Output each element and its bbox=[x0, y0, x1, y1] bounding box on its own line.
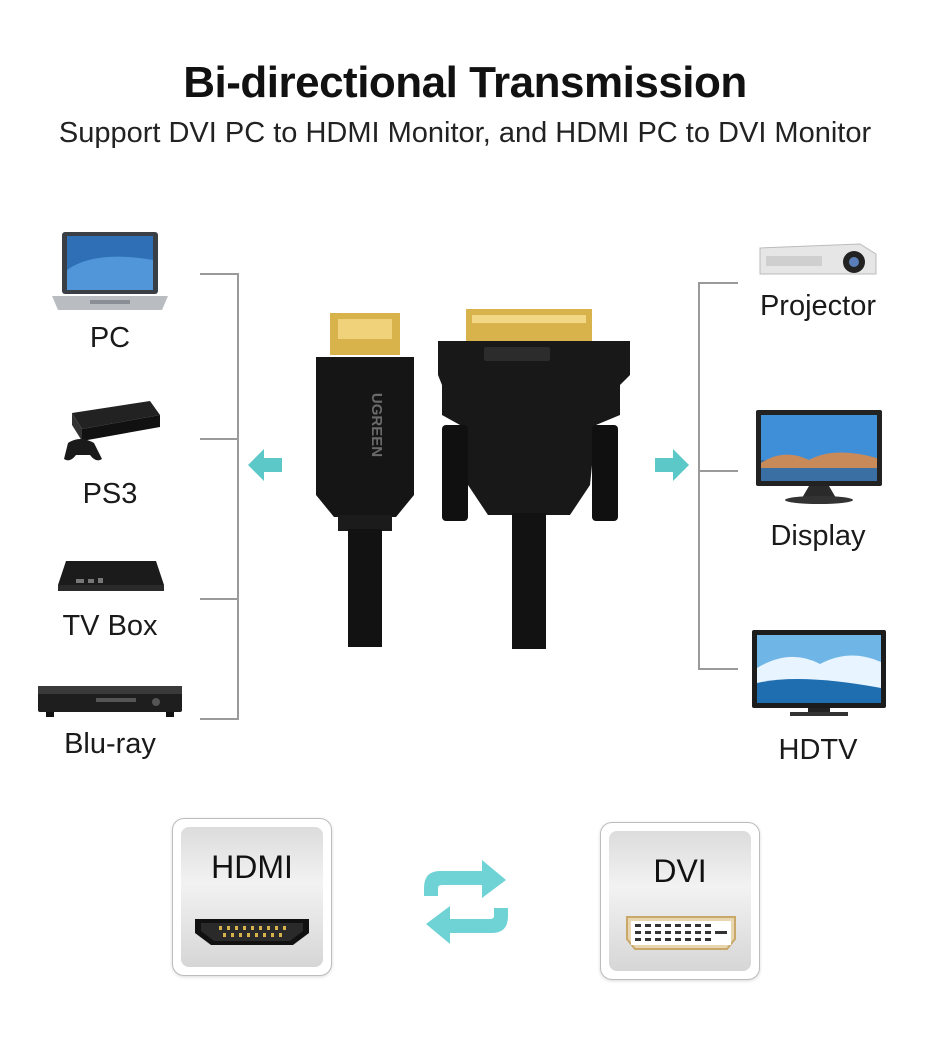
display-label-projector: Projector bbox=[759, 290, 877, 322]
arrow-right-icon bbox=[655, 449, 689, 481]
left-bracket-tick bbox=[200, 273, 238, 275]
page-subtitle: Support DVI PC to HDMI Monitor, and HDMI… bbox=[58, 117, 872, 149]
right-bracket-vertical bbox=[698, 282, 700, 670]
hdmi-port-icon bbox=[195, 919, 309, 945]
source-label-blu-ray: Blu-ray bbox=[64, 728, 156, 760]
right-bracket-tick bbox=[698, 282, 738, 284]
left-bracket-tick bbox=[200, 598, 238, 600]
monitor-icon bbox=[756, 410, 882, 504]
hdmi-port-card-inner: HDMI bbox=[181, 827, 323, 967]
source-label-pc: PC bbox=[89, 322, 131, 354]
tv-box-icon bbox=[58, 561, 164, 591]
left-bracket-tick bbox=[200, 438, 238, 440]
dvi-port-icon bbox=[626, 916, 736, 950]
right-bracket-tick bbox=[698, 470, 738, 472]
display-label-hdtv: HDTV bbox=[778, 734, 858, 766]
hdtv-icon bbox=[752, 630, 886, 716]
cable-brand-text: UGREEN bbox=[368, 393, 385, 457]
blu-ray-player-icon bbox=[38, 686, 182, 717]
game-console-icon bbox=[64, 401, 160, 461]
left-bracket-vertical bbox=[237, 273, 239, 720]
laptop-icon bbox=[52, 232, 168, 310]
source-label-tv-box: TV Box bbox=[62, 610, 158, 642]
dvi-port-card: DVI bbox=[600, 822, 760, 980]
dvi-port-label: DVI bbox=[653, 853, 707, 889]
right-bracket-tick bbox=[698, 668, 738, 670]
display-label-display: Display bbox=[770, 520, 866, 552]
hdmi-port-label: HDMI bbox=[211, 849, 293, 885]
arrow-left-icon bbox=[248, 449, 282, 481]
hdmi-port-card: HDMI bbox=[172, 818, 332, 976]
bidirectional-arrows-icon bbox=[424, 860, 508, 944]
left-bracket-tick bbox=[200, 718, 238, 720]
projector-icon bbox=[759, 243, 877, 275]
hdmi-dvi-cable: UGREEN bbox=[316, 309, 630, 649]
page-title: Bi-directional Transmission bbox=[183, 58, 747, 107]
source-label-ps3: PS3 bbox=[82, 478, 138, 510]
dvi-port-card-inner: DVI bbox=[609, 831, 751, 971]
